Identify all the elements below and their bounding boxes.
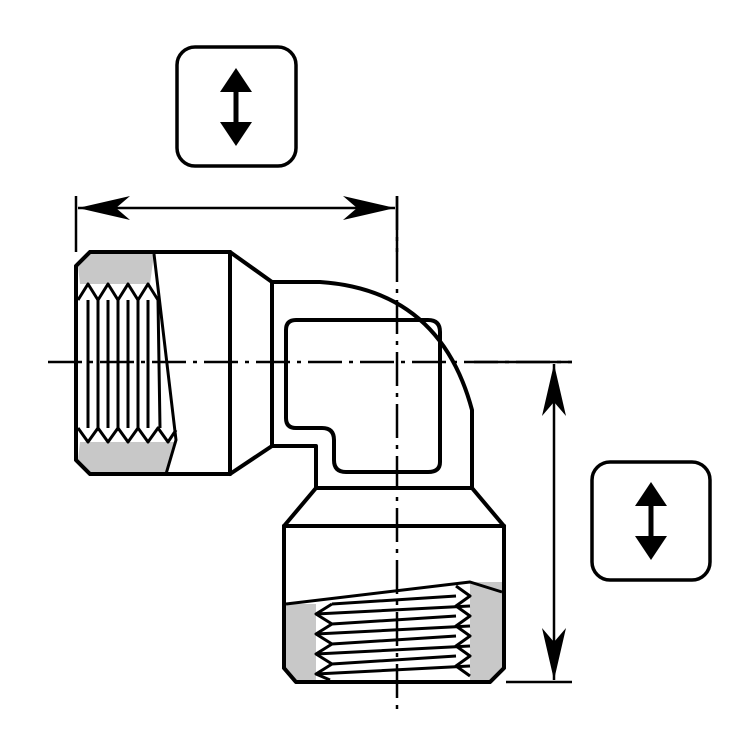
horizontal-dimension [74,196,399,252]
arrowhead-left [78,196,130,220]
left-socket [74,250,274,476]
bottom-socket [282,486,506,684]
arrowhead-right [343,196,395,220]
horizontal-dimension-badge [175,45,298,168]
bottom-thread-fill-right [470,582,502,680]
vertical-dimension [474,360,572,684]
double-arrow-vertical-icon [220,68,252,146]
elbow-body [270,280,474,490]
left-thread-fill-bottom [78,442,176,472]
bottom-thread-fill-left [286,604,316,680]
double-arrow-vertical-icon [635,482,667,560]
vertical-dimension-badge [590,460,712,582]
left-thread-fill-top [78,254,154,284]
arrowhead-up [542,364,566,416]
arrowhead-down [542,628,566,680]
